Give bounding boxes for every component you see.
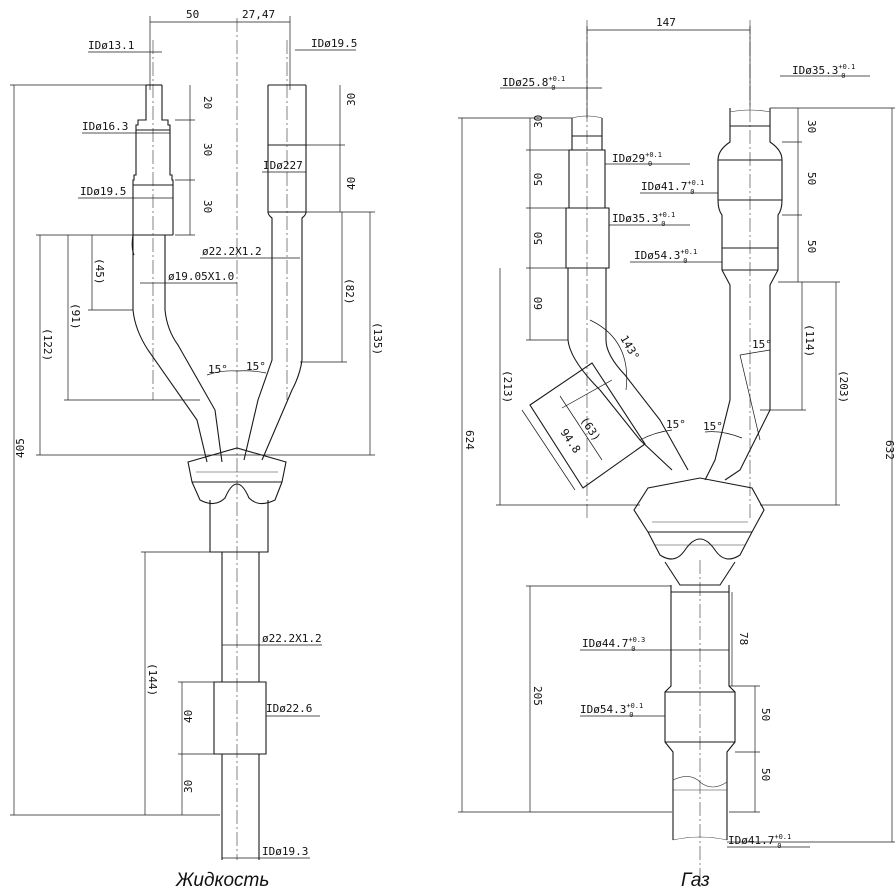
gas-overall-left: 624 (463, 430, 476, 450)
liquid-top-dim-left: 50 (186, 8, 199, 21)
gas-top-dim: 147 (656, 16, 676, 29)
liquid-id-label: IDø19.3 (262, 845, 308, 858)
gas-bottom-pipe (664, 585, 736, 841)
liquid-dimension-lines (10, 16, 375, 859)
gas-length: 50 (532, 232, 545, 245)
gas-overall-right: 632 (883, 440, 896, 460)
liquid-length: 30 (201, 143, 214, 156)
liquid-od-label: ø22.2X1.2 (202, 245, 262, 258)
liquid-length: 40 (345, 177, 358, 190)
liquid-id-label: IDø227 (263, 159, 303, 172)
liquid-id-label: IDø22.6 (266, 702, 312, 715)
gas-length: 50 (805, 172, 818, 185)
gas-length: 50 (805, 240, 818, 253)
gas-length: 30 (532, 115, 545, 128)
liquid-id-label: IDø16.3 (82, 120, 128, 133)
liquid-length: 40 (182, 710, 195, 723)
liquid-bottom-pipe (213, 552, 267, 860)
liquid-overall-length: 405 (14, 438, 27, 458)
liquid-ref-dim: (91) (69, 303, 82, 330)
liquid-joint (187, 447, 287, 553)
liquid-ref-dim: (135) (371, 322, 384, 355)
gas-length: 50 (759, 708, 772, 721)
liquid-right-branch (243, 84, 307, 461)
liquid-angle: 15° (208, 363, 228, 376)
liquid-od-label: ø19.05X1.0 (168, 270, 234, 283)
liquid-angle: 15° (246, 360, 266, 373)
liquid-ref-dim: (144) (146, 663, 159, 696)
gas-dimension-lines (458, 26, 895, 848)
liquid-id-label: IDø19.5 (311, 37, 357, 50)
liquid-od-label: ø22.2X1.2 (262, 632, 322, 645)
liquid-id-label: IDø19.5 (80, 185, 126, 198)
liquid-caption: Жидкость (175, 870, 269, 891)
gas-caption: Газ (681, 870, 710, 891)
gas-joint (633, 477, 765, 586)
liquid-ref-dim: (45) (93, 258, 106, 285)
gas-ref-dim: (203) (837, 370, 850, 403)
gas-angle: 15° (703, 420, 723, 433)
gas-ref-dim: (213) (501, 370, 514, 403)
gas-right-branch (704, 108, 783, 481)
liquid-length: 20 (201, 96, 214, 109)
liquid-ref-dim: (122) (41, 328, 54, 361)
gas-length: 60 (532, 297, 545, 310)
gas-angle: 143° (617, 333, 642, 362)
gas-length: 78 (737, 632, 750, 645)
liquid-labels: 50 27,47 IDø13.1 IDø16.3 IDø19.5 IDø19.5… (14, 8, 384, 891)
gas-angle: 15° (752, 338, 772, 351)
gas-branch-length: 94.8 (558, 426, 584, 455)
gas-drawing: 147 IDø25.8+0.10 IDø35.3+0.10 IDø29+0.10… (458, 16, 896, 891)
gas-length: 30 (805, 120, 818, 133)
liquid-length: 30 (201, 200, 214, 213)
liquid-length: 30 (182, 780, 195, 793)
liquid-drawing: 50 27,47 IDø13.1 IDø16.3 IDø19.5 IDø19.5… (10, 8, 384, 891)
gas-ref-dim: (114) (803, 324, 816, 357)
gas-lower-length: 205 (531, 686, 544, 706)
gas-left-branch (529, 115, 689, 489)
gas-angle: 15° (666, 418, 686, 431)
liquid-length: 30 (345, 93, 358, 106)
gas-length: 50 (759, 768, 772, 781)
gas-length: 50 (532, 173, 545, 186)
liquid-ref-dim: (82) (343, 278, 356, 305)
liquid-top-dim-right: 27,47 (242, 8, 275, 21)
liquid-id-label: IDø13.1 (88, 39, 134, 52)
